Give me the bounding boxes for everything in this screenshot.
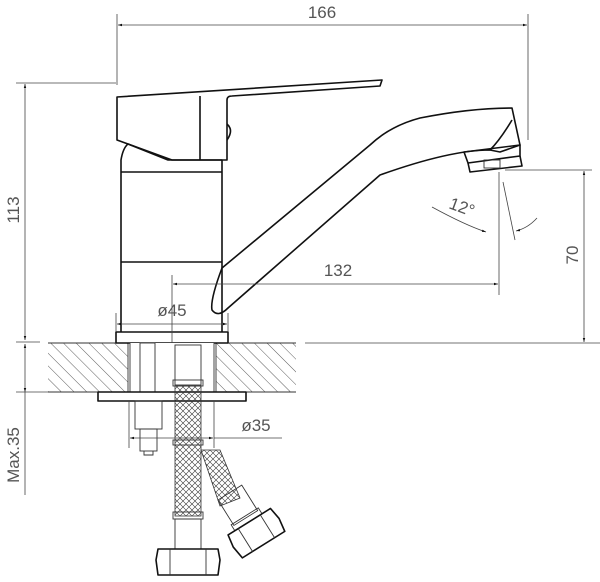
dimension-outlet-height: 70	[505, 169, 592, 342]
dim-label-angle: 12°	[447, 194, 478, 221]
lever-handle	[116, 79, 383, 161]
dimension-body-diameter: ø45	[115, 301, 229, 332]
countertop	[48, 342, 600, 393]
dim-label-max35: Max.35	[4, 427, 23, 483]
faucet-body	[115, 143, 229, 344]
dim-label-113: 113	[4, 196, 23, 223]
supply-hose-straight	[155, 344, 221, 576]
dim-label-132: 132	[324, 261, 352, 280]
dimension-max-thickness: Max.35	[4, 344, 48, 495]
dimension-overall-width: 166	[116, 3, 529, 140]
dimension-spout-angle: 12°	[431, 172, 538, 295]
dim-label-35: ø35	[241, 416, 270, 435]
dim-label-70: 70	[563, 246, 582, 265]
spout	[210, 107, 523, 315]
dim-label-166: 166	[308, 3, 336, 22]
dim-label-45: ø45	[157, 301, 186, 320]
mounting-hardware	[97, 342, 247, 456]
dimension-height: 113	[4, 82, 116, 343]
supply-hose-angled	[200, 449, 286, 559]
dimension-hole-diameter: ø35	[128, 401, 282, 448]
